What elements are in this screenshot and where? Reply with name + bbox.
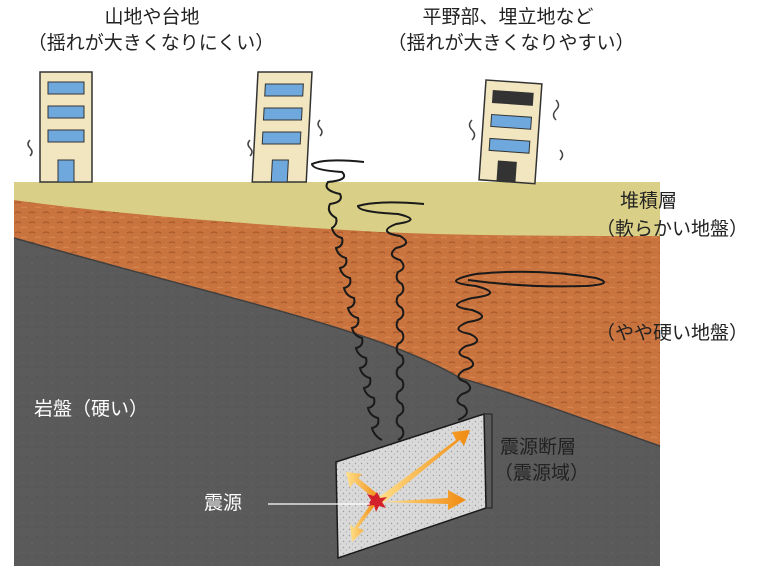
shake-marks (27, 99, 564, 161)
bedrock-boundary-line (13, 237, 661, 447)
fault-title: 震源断層 (500, 436, 577, 458)
arrow-upper-left (346, 472, 380, 500)
top-left-note: （揺れが大きくなりにくい） (27, 32, 275, 54)
top-right-note: （揺れが大きくなりやすい） (387, 32, 635, 54)
rupture-arrows (346, 430, 470, 542)
ground-layers (13, 182, 661, 566)
soft-ground-layer (14, 200, 660, 446)
middle-layer-note: （やや硬い地盤） (596, 322, 749, 344)
wave-right (455, 270, 605, 421)
sediment-note: （軟らかい地盤） (596, 218, 749, 240)
building-middle (251, 71, 313, 183)
arrow-lower-left (350, 502, 376, 542)
hypocenter-label: 震源 (204, 492, 243, 514)
fault-note: （震源域） (494, 462, 590, 484)
building-left (39, 71, 93, 183)
arrow-right (380, 490, 466, 510)
wave-middle (356, 201, 425, 441)
sediment-title: 堆積層 (620, 190, 678, 212)
bedrock-layer (14, 238, 660, 566)
fault-plane-group (268, 412, 493, 560)
fault-bracket (484, 413, 493, 509)
wave-left (310, 159, 383, 441)
top-right-title: 平野部、埋立地など (422, 6, 594, 28)
bedrock-label: 岩盤（硬い） (34, 398, 149, 420)
arrow-upper-right (378, 430, 470, 504)
seismic-waves (310, 159, 605, 441)
top-left-title: 山地や台地 (104, 6, 200, 28)
hypocenter-star (367, 492, 387, 512)
building-right (478, 79, 543, 185)
